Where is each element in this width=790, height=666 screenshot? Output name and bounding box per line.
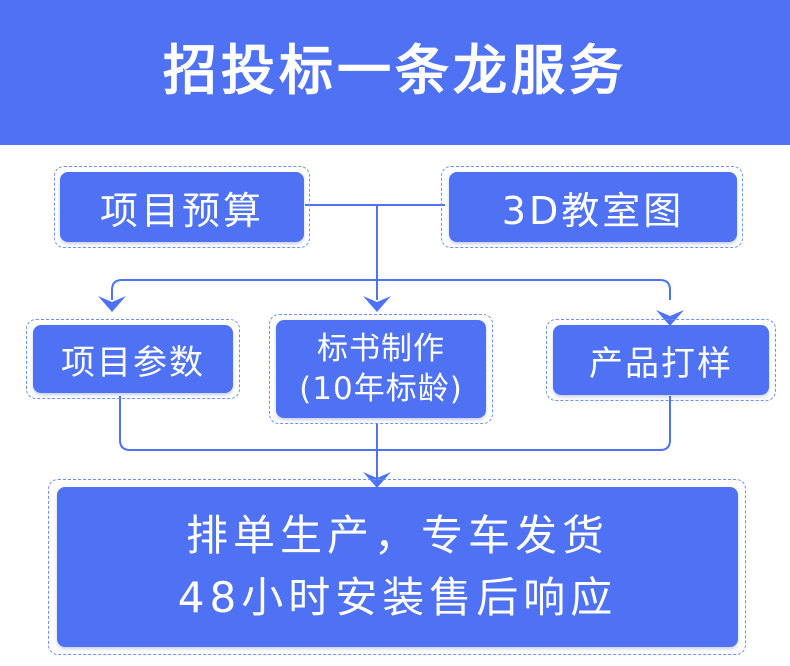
arrow-left-icon (98, 296, 126, 312)
arrow-right-icon (656, 310, 684, 326)
params-frame (26, 319, 240, 399)
sample-label: 产品打样 (589, 343, 733, 384)
sample-box: 产品打样 (553, 325, 769, 395)
arrow-bottom-icon (363, 472, 391, 488)
header-banner: 招投标一条龙服务 (0, 0, 790, 145)
classroom-box: 3D教室图 (449, 172, 737, 242)
classroom-label: 3D教室图 (501, 188, 685, 233)
delivery-line-1: 排单生产，专车发货 (185, 511, 609, 560)
params-box: 项目参数 (33, 325, 233, 393)
bid-doc-label: 标书制作 (316, 331, 445, 367)
delivery-box: 排单生产，专车发货 48小时安装售后响应 (57, 487, 738, 647)
budget-label: 项目预算 (99, 188, 264, 233)
bid-doc-frame (269, 314, 493, 424)
budget-box: 项目预算 (60, 172, 304, 242)
delivery-line-2: 48小时安装售后响应 (177, 573, 618, 622)
budget-frame (54, 166, 310, 248)
bid-doc-experience: (10年标龄) (299, 371, 463, 407)
page-title: 招投标一条龙服务 (163, 39, 627, 102)
params-label: 项目参数 (61, 342, 205, 383)
arrow-center-icon (363, 296, 391, 312)
delivery-frame (48, 479, 746, 655)
distribution-line (111, 279, 671, 300)
bid-doc-box: 标书制作 (10年标龄) (276, 320, 486, 418)
sample-frame (546, 319, 776, 401)
merge-line (119, 396, 671, 451)
classroom-frame (441, 166, 743, 248)
